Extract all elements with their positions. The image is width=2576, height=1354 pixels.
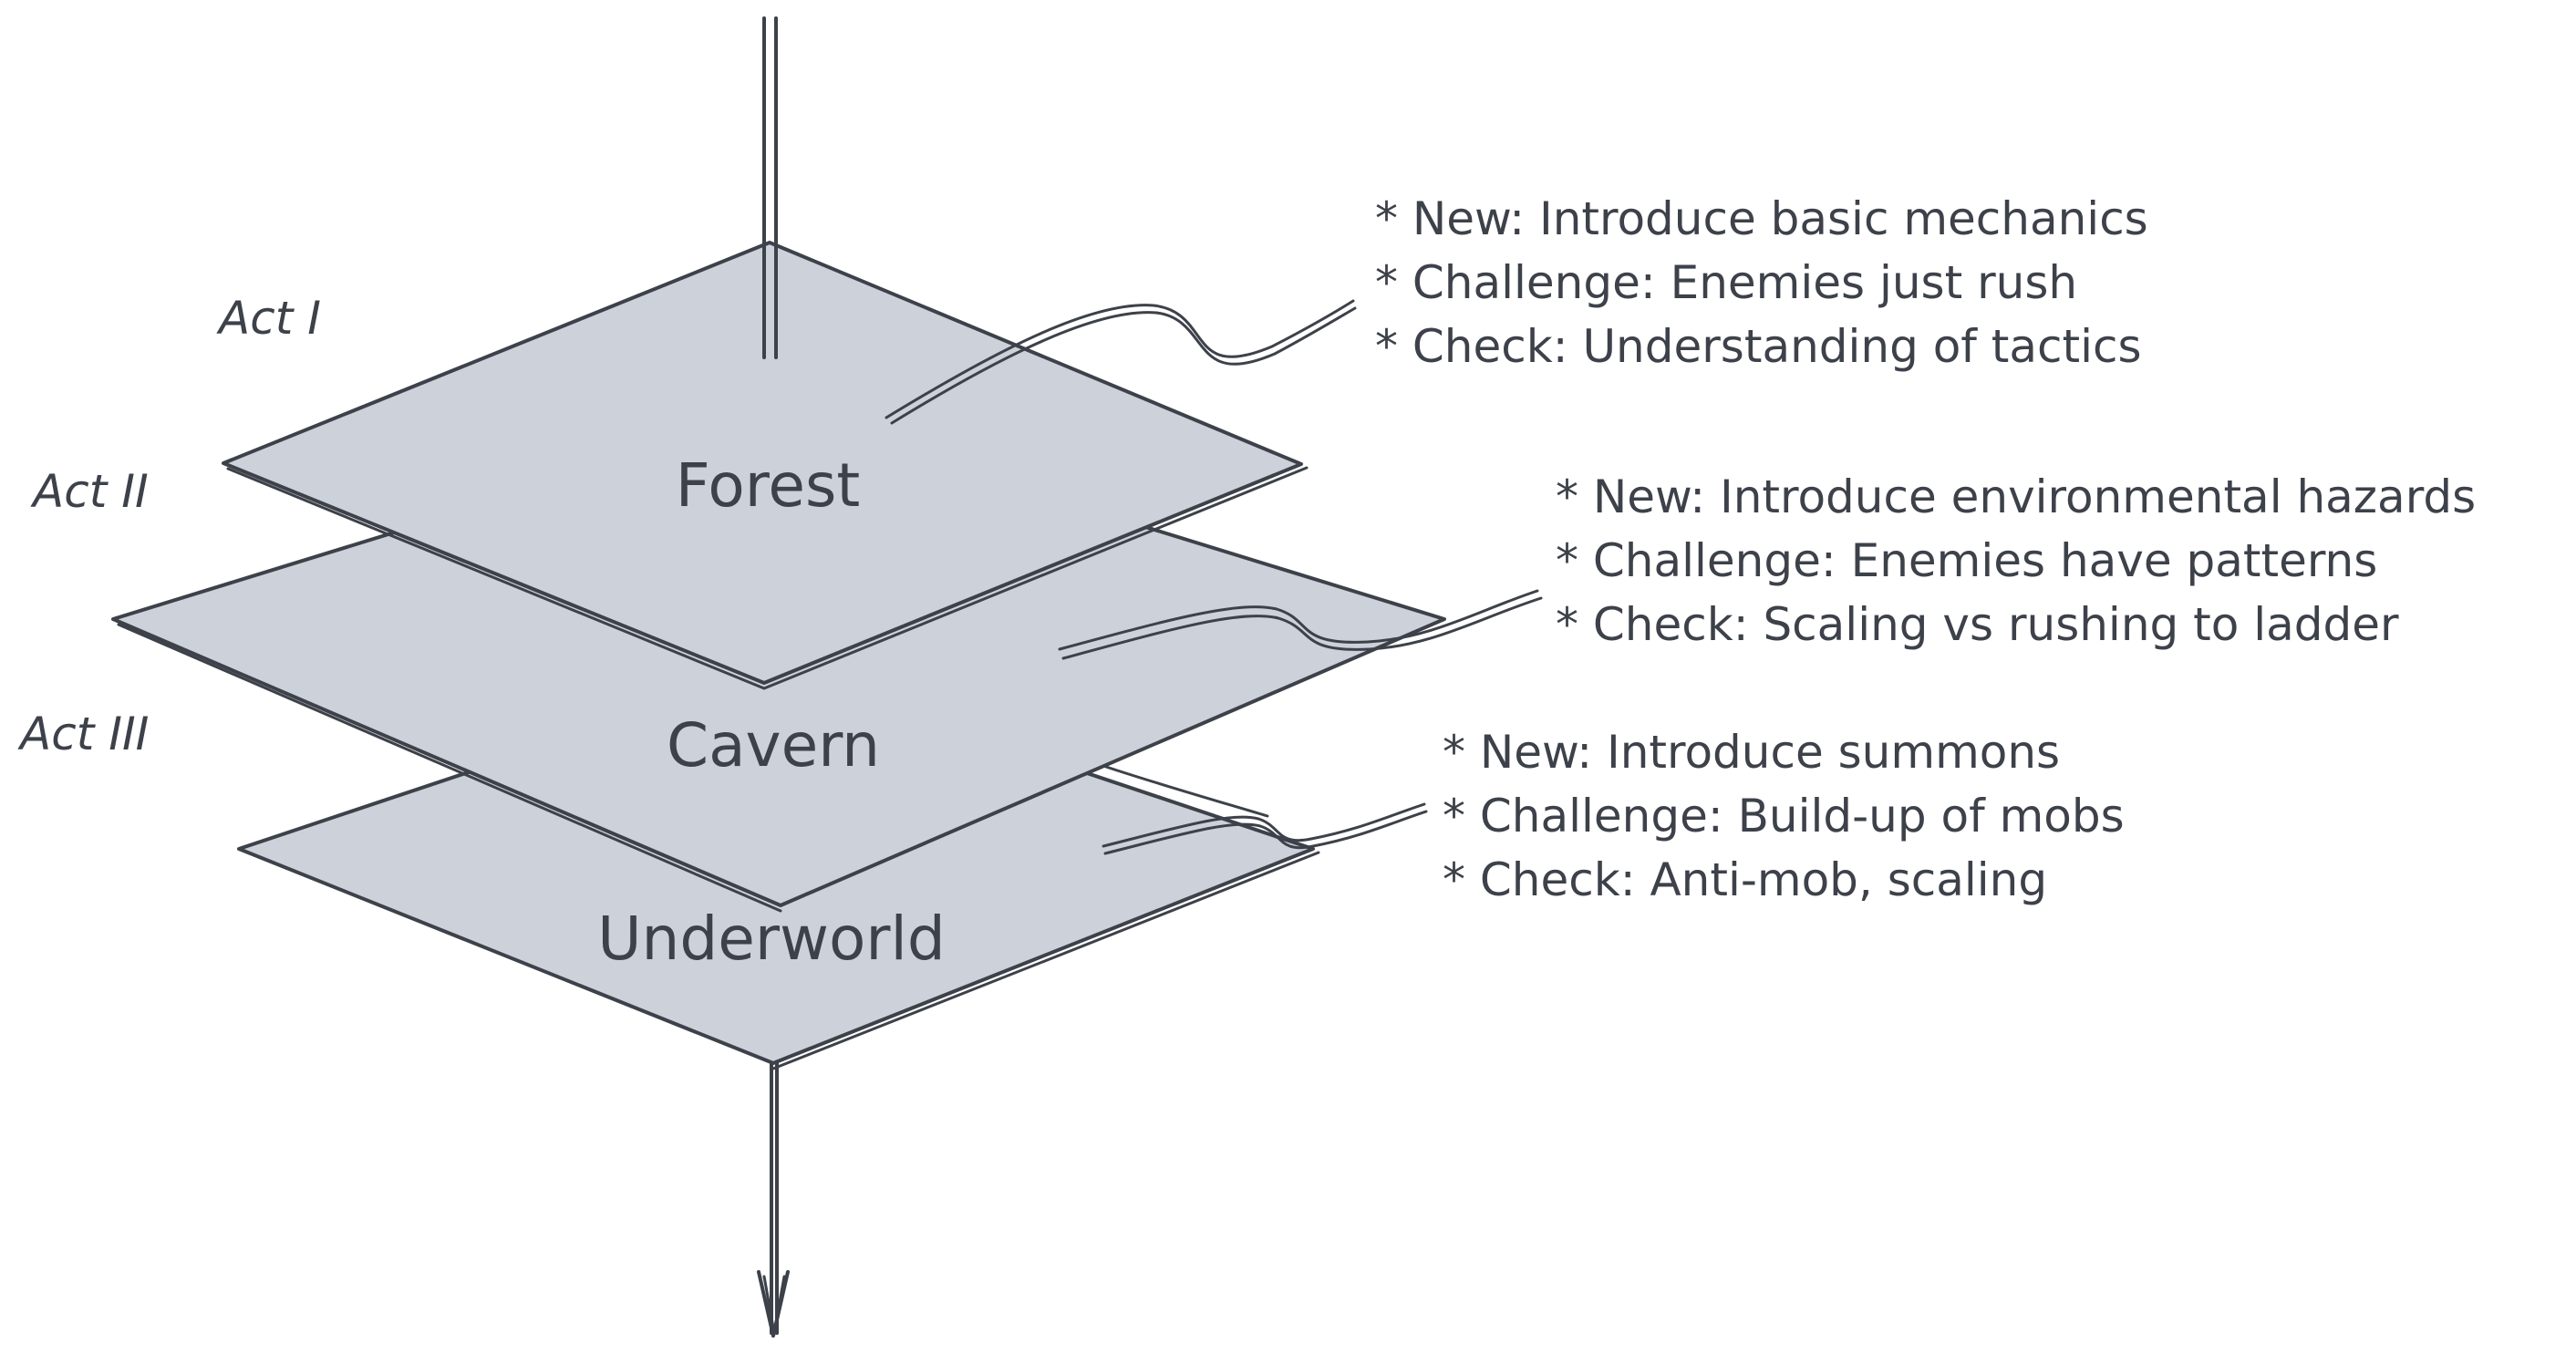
act-label-2: Act II (30, 465, 149, 518)
leader-lines (885, 299, 1543, 855)
note-line: * Check: Understanding of tactics (1375, 320, 2142, 373)
stage-label-forest: Forest (676, 450, 861, 521)
exit-arrow (757, 1061, 790, 1338)
act-1-notes: * New: Introduce basic mechanics * Chall… (1375, 192, 2148, 373)
note-line: * New: Introduce environmental hazards (1556, 470, 2476, 523)
note-line: * Challenge: Enemies just rush (1375, 256, 2077, 309)
underworld-plate-shadow (771, 851, 1320, 1070)
cavern-plate-shadow (117, 623, 782, 913)
note-line: * Challenge: Enemies have patterns (1556, 534, 2377, 587)
note-line: * Check: Anti-mob, scaling (1443, 853, 2047, 906)
forest-plate (222, 241, 1303, 685)
act-label-3: Act III (17, 708, 149, 760)
act-2-notes: * New: Introduce environmental hazards *… (1556, 470, 2476, 651)
stage-label-underworld: Underworld (597, 904, 946, 974)
stage-label-cavern: Cavern (667, 710, 880, 780)
note-line: * Challenge: Build-up of mobs (1443, 790, 2125, 842)
underworld-leader (1102, 802, 1426, 848)
note-line: * New: Introduce summons (1443, 726, 2060, 779)
note-line: * New: Introduce basic mechanics (1375, 192, 2148, 245)
note-line: * Check: Scaling vs rushing to ladder (1556, 598, 2399, 651)
forest-leader (885, 299, 1355, 419)
act-3-notes: * New: Introduce summons * Challenge: Bu… (1443, 726, 2125, 906)
cavern-leader (1058, 589, 1539, 651)
act-label-1: Act I (216, 292, 321, 345)
entry-line-overlay (762, 241, 778, 359)
forest-plate-shadow (226, 466, 1309, 690)
